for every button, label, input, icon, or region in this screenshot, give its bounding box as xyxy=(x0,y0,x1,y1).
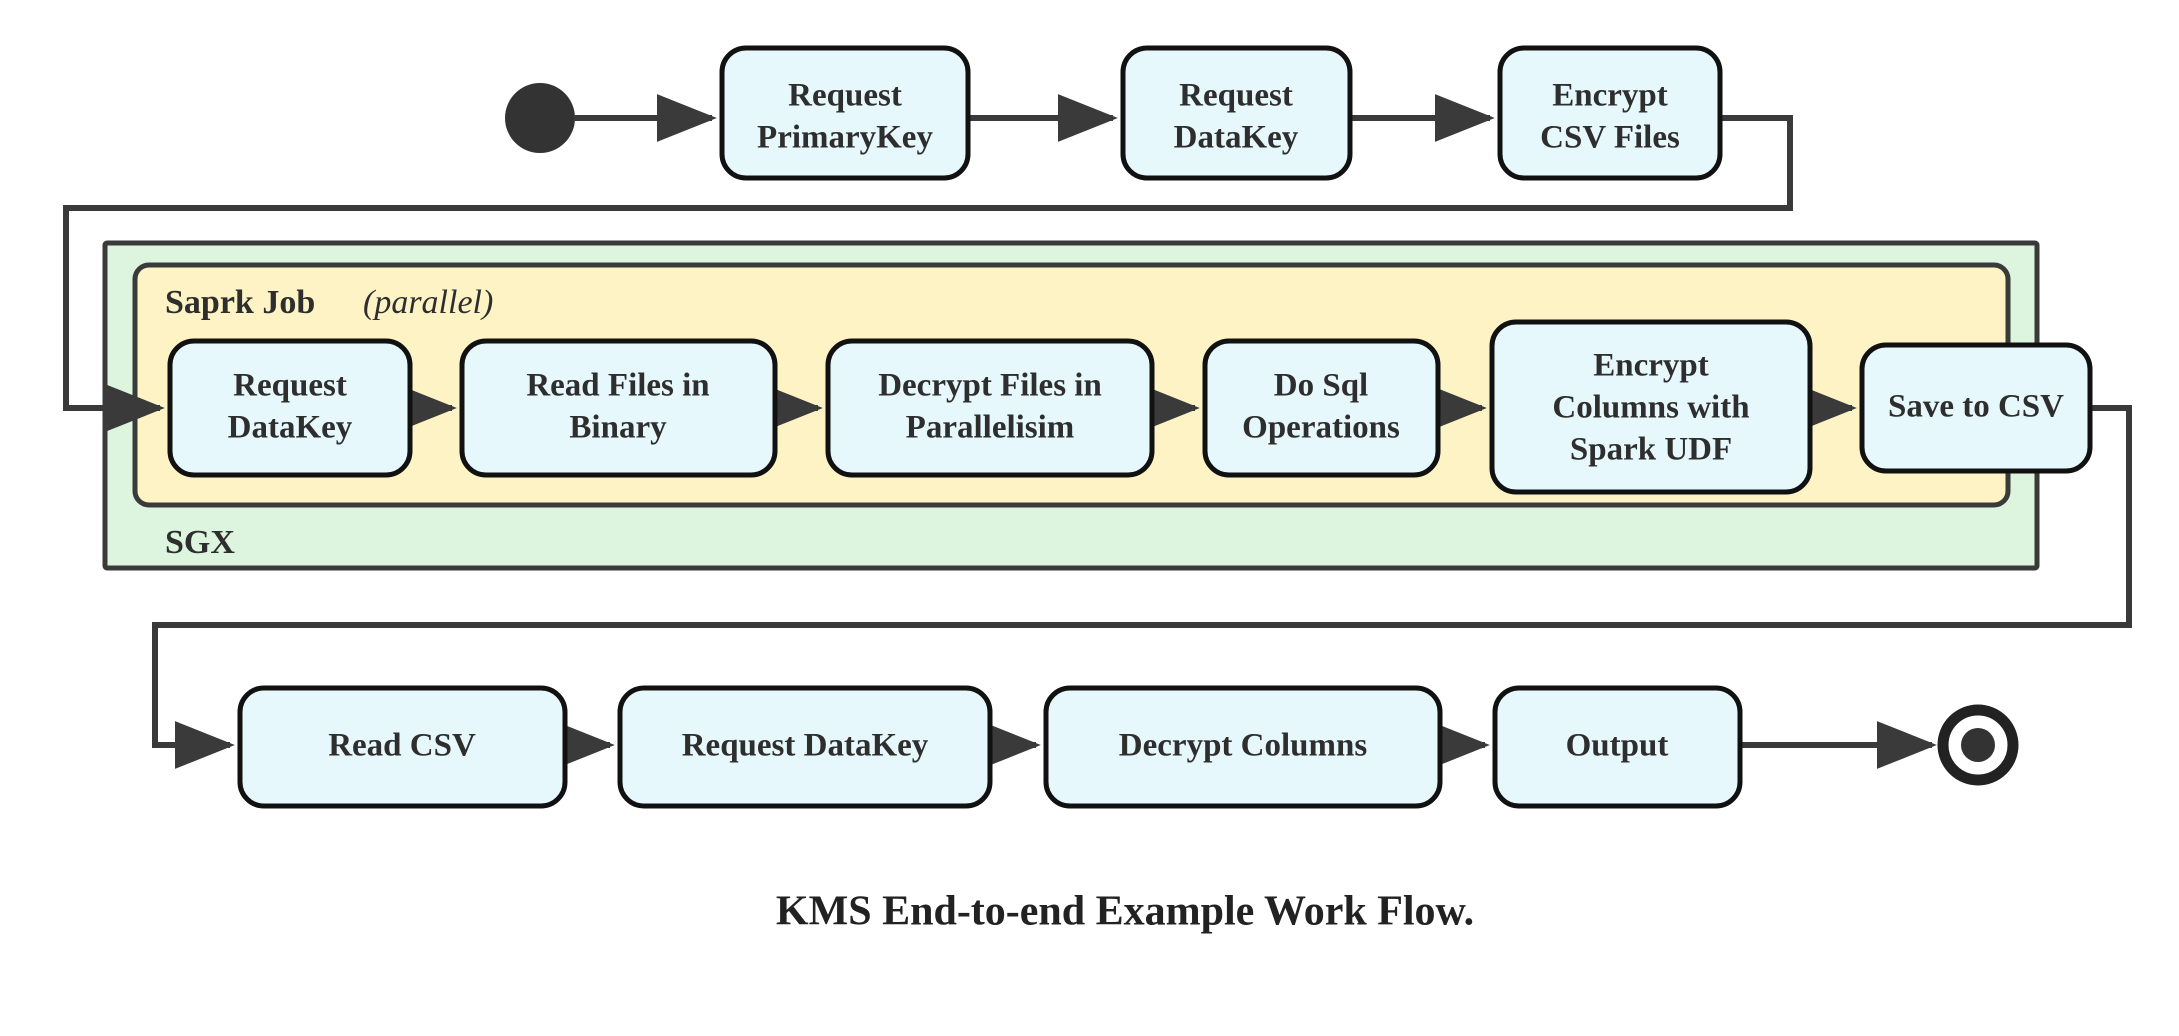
node-label-line: Spark UDF xyxy=(1570,432,1732,468)
node-read-files-in-binary[interactable]: Read Files in Binary xyxy=(459,338,778,478)
end-state-icon xyxy=(1937,704,2019,786)
node-label-line: PrimaryKey xyxy=(757,120,933,156)
node-label-line: Operations xyxy=(1242,410,1400,446)
spark-job-parallel-label: (parallel) xyxy=(363,284,493,321)
node-request-primarykey[interactable]: Request PrimaryKey xyxy=(719,45,971,181)
node-label-line: Read CSV xyxy=(328,728,476,764)
node-label-line: DataKey xyxy=(1174,120,1299,156)
node-label-line: Output xyxy=(1566,728,1669,764)
node-encrypt-columns-with-spark-udf[interactable]: Encrypt Columns with Spark UDF xyxy=(1489,319,1813,495)
node-label-line: CSV Files xyxy=(1540,120,1680,156)
connector-encrypt-csv-to-spark-datakey xyxy=(63,115,1793,432)
node-output[interactable]: Output xyxy=(1492,685,1743,809)
node-label-line: Binary xyxy=(569,410,667,446)
spark-job-label: Saprk Job xyxy=(165,284,315,321)
node-label-line: Do Sql xyxy=(1274,368,1368,404)
node-decrypt-columns[interactable]: Decrypt Columns xyxy=(1043,685,1443,809)
node-encrypt-csv-files[interactable]: Encrypt CSV Files xyxy=(1497,45,1723,181)
node-label-line: Request xyxy=(1179,78,1293,114)
sgx-label: SGX xyxy=(165,524,235,561)
connector-save-csv-to-read-csv xyxy=(152,405,2132,769)
start-state-icon xyxy=(505,83,575,153)
node-label-line: Columns with xyxy=(1552,390,1749,426)
node-request-datakey-spark[interactable]: Request DataKey xyxy=(167,338,413,478)
node-label-line: Request xyxy=(233,368,347,404)
node-do-sql-operations[interactable]: Do Sql Operations xyxy=(1202,338,1441,478)
node-read-csv[interactable]: Read CSV xyxy=(237,685,568,809)
node-label-line: Parallelisim xyxy=(906,410,1075,446)
node-label-line: Request DataKey xyxy=(682,728,929,764)
node-label-line: Request xyxy=(788,78,902,114)
diagram-caption: KMS End-to-end Example Work Flow. xyxy=(776,889,1474,935)
node-label-line: Encrypt xyxy=(1552,78,1668,114)
node-label-line: Read Files in xyxy=(526,368,709,404)
node-save-to-csv[interactable]: Save to CSV xyxy=(1859,342,2093,474)
node-label-line: Decrypt Columns xyxy=(1119,728,1368,764)
node-label-line: DataKey xyxy=(228,410,353,446)
node-label-line: Save to CSV xyxy=(1888,389,2064,425)
node-label-line: Decrypt Files in xyxy=(878,368,1102,404)
node-decrypt-files-in-parallelisim[interactable]: Decrypt Files in Parallelisim xyxy=(825,338,1155,478)
node-label-line: Encrypt xyxy=(1593,348,1709,384)
node-request-datakey-bottom[interactable]: Request DataKey xyxy=(617,685,993,809)
node-request-datakey-top[interactable]: Request DataKey xyxy=(1120,45,1353,181)
